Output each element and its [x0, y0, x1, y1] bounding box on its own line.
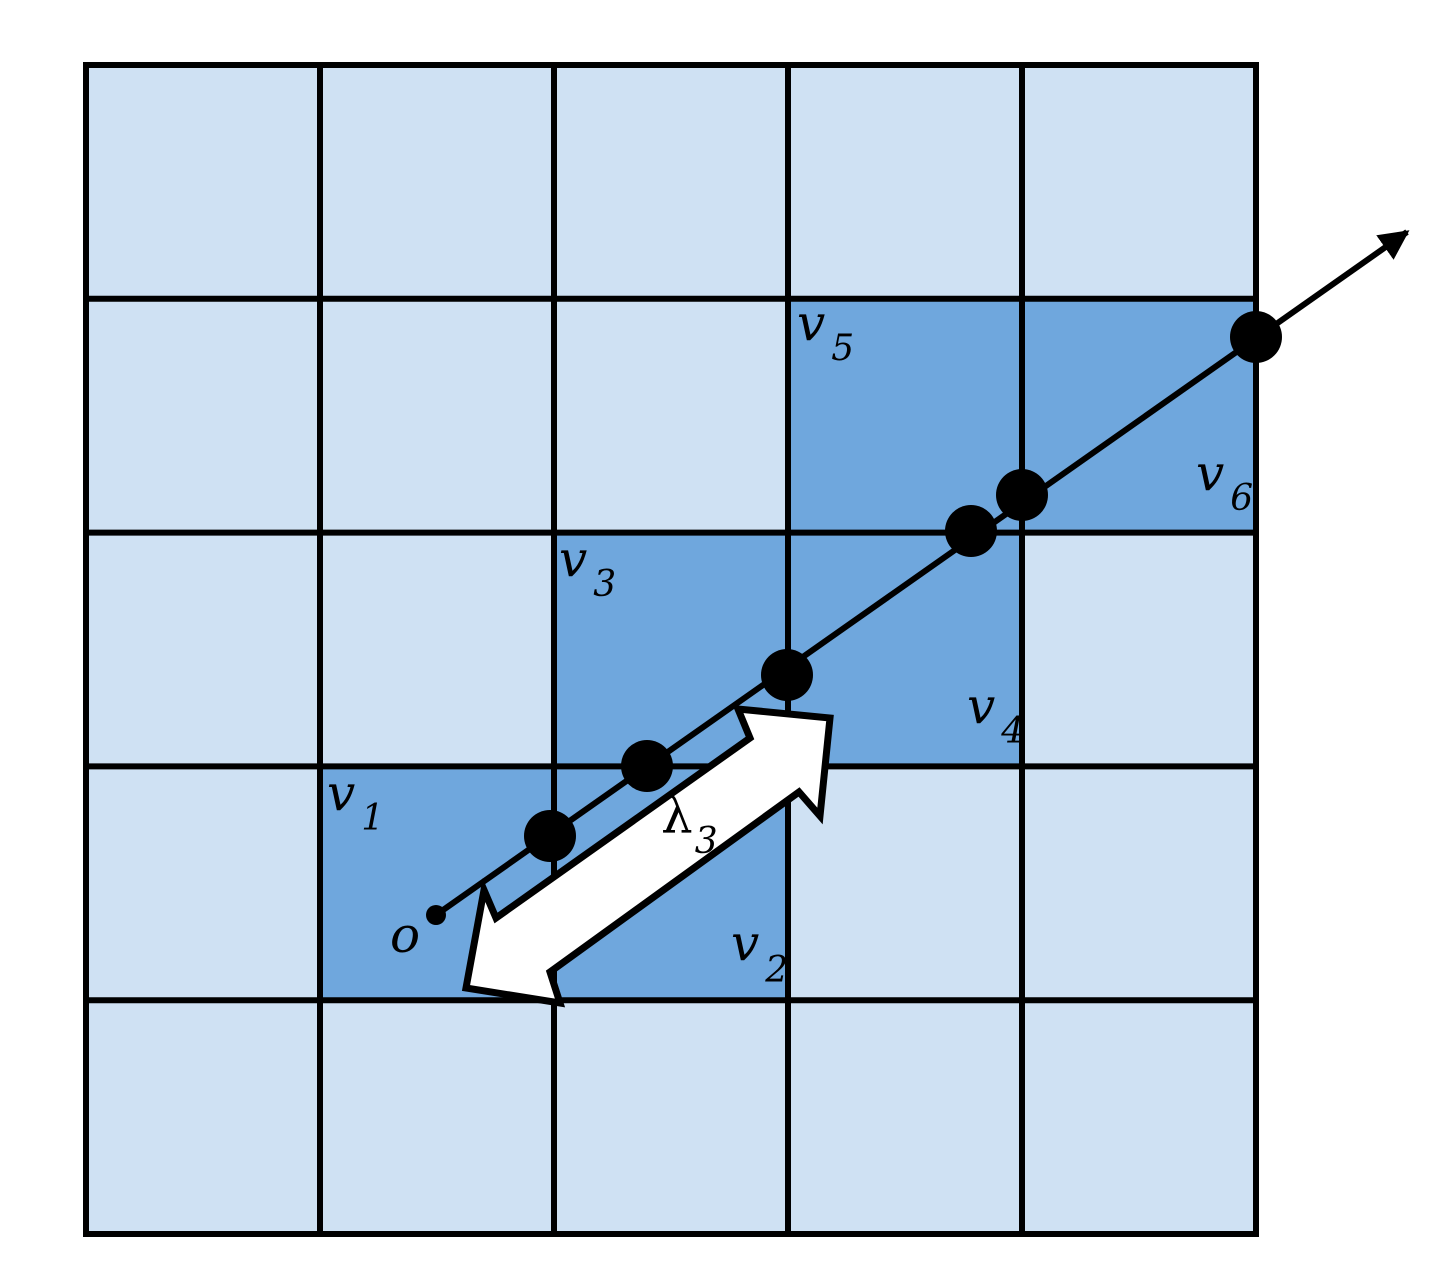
- voxel-cell: [86, 766, 320, 1001]
- intersection-point: [621, 740, 673, 792]
- intersection-point: [1230, 311, 1282, 363]
- label-lambda-3: λ3: [661, 787, 718, 862]
- voxel-cell: [554, 1000, 788, 1234]
- voxel-cell: [1022, 766, 1256, 1001]
- voxel-cell: [554, 298, 788, 533]
- voxel-cell: [86, 1000, 320, 1234]
- voxel-cell: [320, 532, 554, 767]
- voxel-cell: [86, 65, 320, 299]
- intersection-point: [945, 505, 997, 557]
- voxel-cell: [86, 298, 320, 533]
- voxel-cell: [320, 1000, 554, 1234]
- voxel-cell: [788, 1000, 1022, 1234]
- label-origin: o: [390, 906, 420, 964]
- voxel-cell: [86, 532, 320, 767]
- origin-point: [426, 905, 446, 925]
- voxel-cell: [788, 65, 1022, 299]
- voxel-cell: [788, 766, 1022, 1001]
- voxel-cell-traversed: [788, 298, 1022, 533]
- double-arrow-interval: [461, 704, 834, 1008]
- voxel-cell: [1022, 532, 1256, 767]
- voxel-cell: [1022, 1000, 1256, 1234]
- intersection-point: [524, 810, 576, 862]
- voxel-cell: [320, 298, 554, 533]
- voxel-grid-cells: [86, 65, 1256, 1234]
- voxel-cell-traversed: [1022, 298, 1256, 533]
- voxel-cell: [1022, 65, 1256, 299]
- intersection-point: [996, 469, 1048, 521]
- voxel-cell: [554, 65, 788, 299]
- voxel-cell: [320, 65, 554, 299]
- intersection-point: [761, 649, 813, 701]
